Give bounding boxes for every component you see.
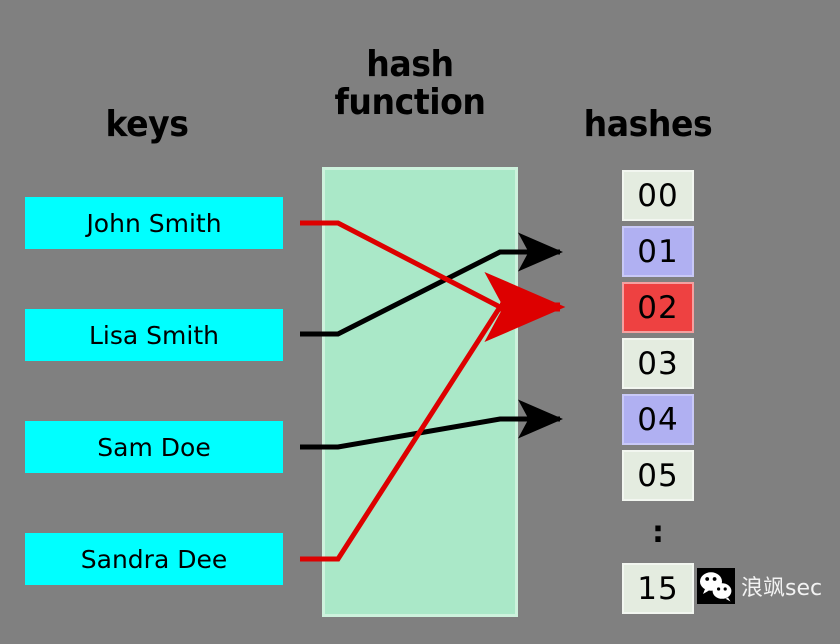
wechat-icon xyxy=(697,568,735,604)
hash-slots-ellipsis: : xyxy=(652,514,664,550)
hash-slot-05[interactable]: 05 xyxy=(622,450,694,501)
hash-slot-02[interactable]: 02 xyxy=(622,282,694,333)
hash-slot-15[interactable]: 15 xyxy=(622,563,694,614)
page-title-hashes: hashes xyxy=(583,104,713,145)
hash-slot-03[interactable]: 03 xyxy=(622,338,694,389)
key-box-lisa-smith[interactable]: Lisa Smith xyxy=(25,309,283,361)
key-box-john-smith[interactable]: John Smith xyxy=(25,197,283,249)
hash-slot-01[interactable]: 01 xyxy=(622,226,694,277)
hash-function-panel xyxy=(322,167,518,617)
watermark: 浪飒sec xyxy=(697,568,822,604)
watermark-label: 浪飒sec xyxy=(741,576,823,601)
key-box-sandra-dee[interactable]: Sandra Dee xyxy=(25,533,283,585)
page-title-keys: keys xyxy=(105,104,189,145)
key-box-sam-doe[interactable]: Sam Doe xyxy=(25,421,283,473)
hash-slot-04[interactable]: 04 xyxy=(622,394,694,445)
page-title-hash-function: hash function xyxy=(334,44,486,123)
hash-slot-00[interactable]: 00 xyxy=(622,170,694,221)
